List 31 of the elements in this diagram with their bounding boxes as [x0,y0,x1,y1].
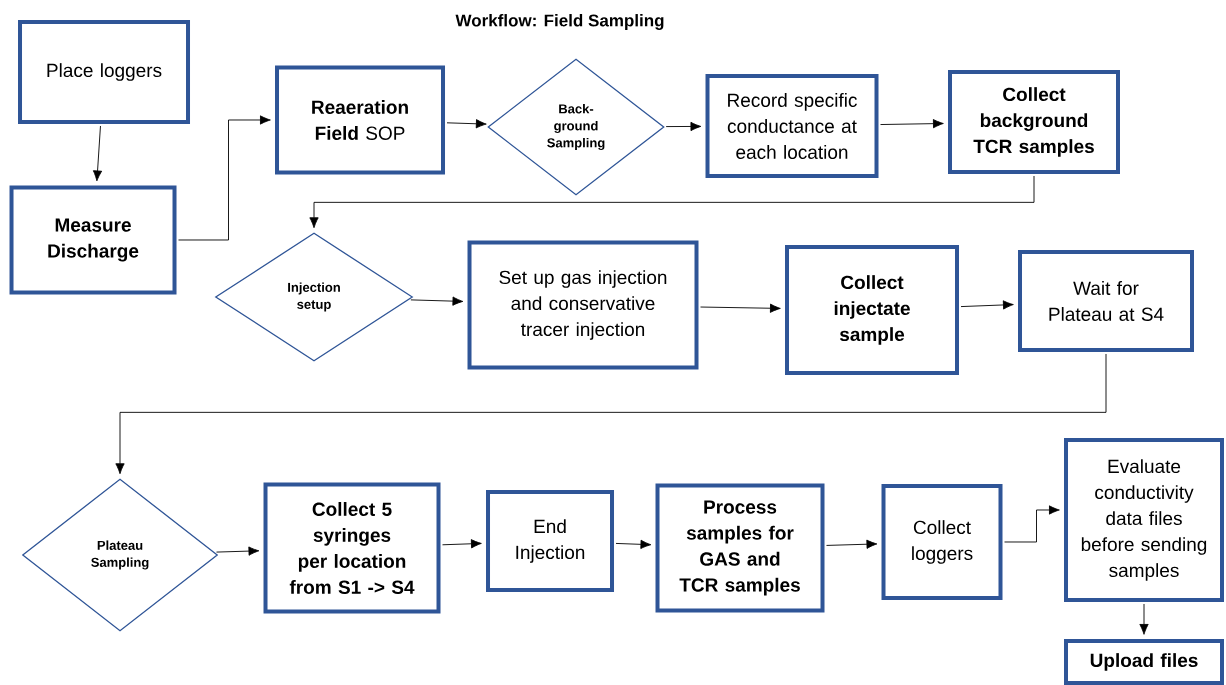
arrow [216,546,260,556]
process-box: Collect loggers [881,484,1003,600]
process-box: Measure Discharge [9,185,177,295]
process-box: Place loggers [18,20,190,124]
process-box: Evaluate conductivity data files before sending samples [1064,438,1224,602]
arrow [442,539,482,549]
process-box: Collect injectate sample [785,245,959,375]
process-box: Process samples for GAS and TCR samples [655,483,825,613]
process-box: End Injection [486,490,614,592]
arrow [92,125,103,182]
process-box: Wait for Plateau at S4 [1018,250,1194,352]
arrow [700,303,781,313]
arrow [446,119,487,129]
process-box: Reaeration Field SOP [275,65,445,175]
process-box: Upload files [1064,639,1224,685]
arrow [115,353,1107,475]
process-box: Set up gas injection and conservative tracer injection [467,240,699,370]
process-box: Collect background TCR samples [948,70,1120,174]
arrow [1139,603,1149,635]
arrow [960,300,1014,310]
title: Workflow: Field Sampling [455,14,664,30]
arrow [665,121,702,132]
arrow [309,175,1035,229]
process-box: Record specific conductance at each location [705,74,879,178]
arrow [1004,505,1060,543]
arrow [615,539,652,549]
process-box: Collect 5 syringes per location from S1 -> S4 [263,482,441,614]
arrow [880,119,944,129]
arrow [178,115,271,241]
arrow [826,539,878,549]
arrow [410,296,464,306]
